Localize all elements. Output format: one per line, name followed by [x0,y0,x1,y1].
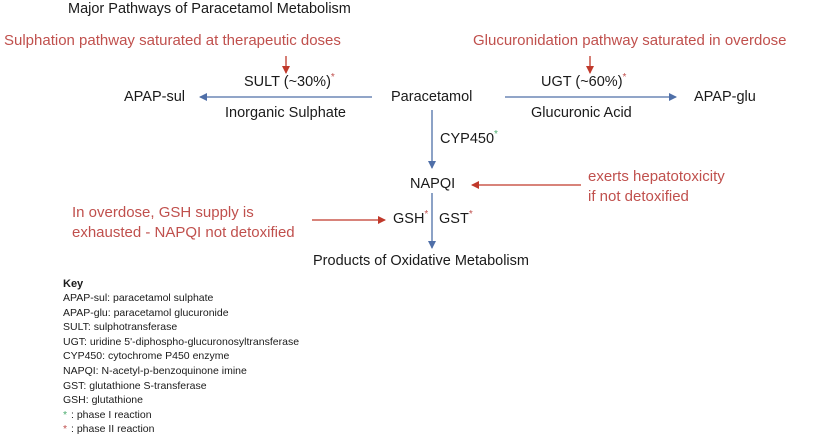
enzyme-sult: SULT (~30%)* [244,72,335,90]
enzyme-glucuronic-acid: Glucuronic Acid [531,105,632,121]
key-item: UGT: uridine 5'-diphospho-glucuronosyltr… [63,335,300,348]
phase2-star: * [468,209,473,221]
note-glucuronidation: Glucuronidation pathway saturated in ove… [473,32,787,49]
node-gsh: GSH* [393,209,429,227]
key-legend: Key APAP-sul: paracetamol sulphate APAP-… [63,277,383,437]
enzyme-ugt: UGT (~60%)* [541,72,627,90]
note-overdose-line2: exhausted - NAPQI not detoxified [72,224,295,241]
key-item: NAPQI: N-acetyl-p-benzoquinone imine [63,364,247,377]
key-item: GST: glutathione S-transferase [63,379,207,392]
key-item: SULT: sulphotransferase [63,321,178,334]
key-item: GSH: glutathione [63,394,143,407]
phase1-star: * [494,129,498,141]
node-paracetamol: Paracetamol [391,89,473,105]
key-item: APAP-sul: paracetamol sulphate [63,292,214,304]
node-apap-sul: APAP-sul [124,89,185,105]
key-phase2: *: phase II reaction [63,423,155,436]
note-hepatotoxicity-line1: exerts hepatotoxicity [588,168,725,185]
note-sulphation: Sulphation pathway saturated at therapeu… [4,32,341,49]
key-heading: Key [63,278,84,290]
diagram-title: Major Pathways of Paracetamol Metabolism [68,1,351,17]
phase2-star: * [622,72,627,84]
node-products: Products of Oxidative Metabolism [313,253,529,269]
key-item: CYP450: cytochrome P450 enzyme [63,350,230,363]
node-napqi: NAPQI [410,176,456,192]
key-item: APAP-glu: paracetamol glucuronide [63,306,229,319]
key-phase1: *: phase I reaction [63,408,152,421]
note-hepatotoxicity-line2: if not detoxified [588,188,689,205]
enzyme-gst: GST* [439,209,473,227]
phase1-star: * [63,408,68,421]
phase2-star: * [330,72,335,84]
enzyme-inorganic-sulphate: Inorganic Sulphate [225,105,346,121]
node-apap-glu: APAP-glu [694,89,756,105]
phase2-star: * [63,423,68,436]
enzyme-cyp450: CYP450* [440,129,498,147]
note-overdose-line1: In overdose, GSH supply is [72,204,254,221]
phase2-star: * [424,209,429,221]
